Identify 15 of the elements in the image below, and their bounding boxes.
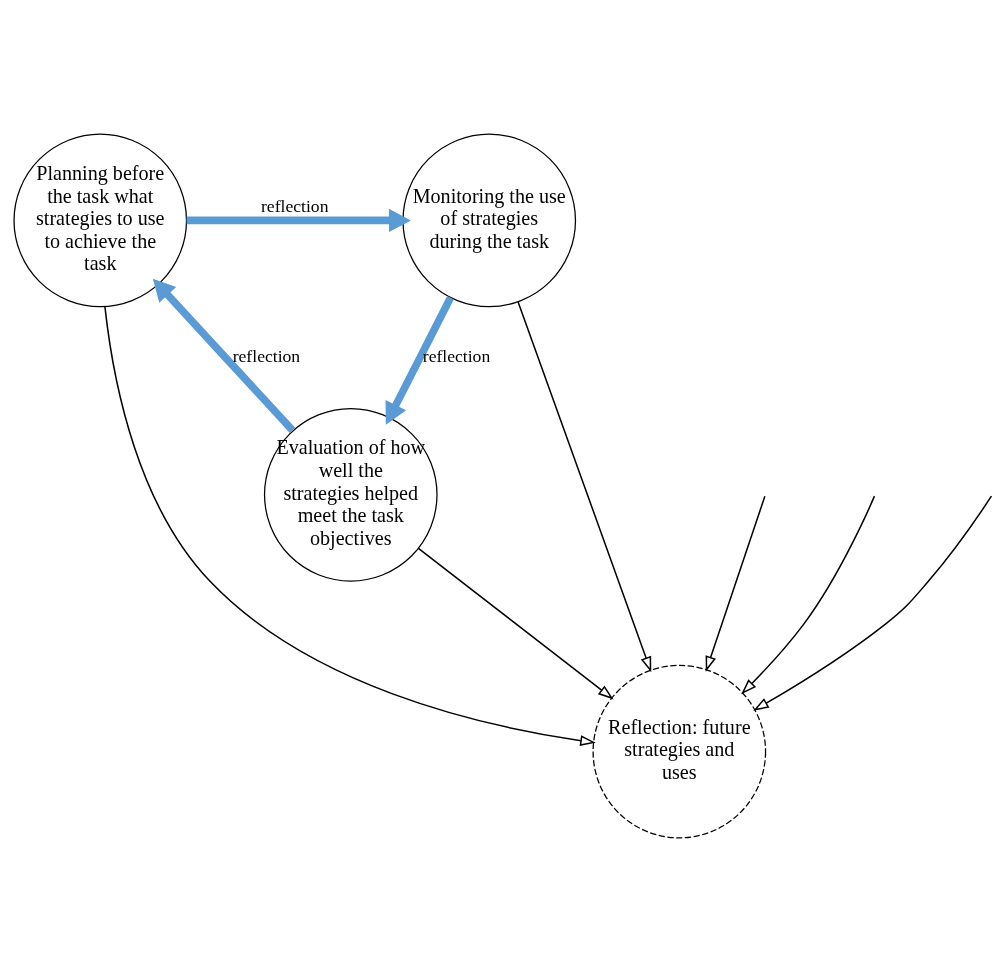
arrow <box>103 305 596 746</box>
edge-label: reflection <box>260 195 328 216</box>
edge-label: reflection <box>232 345 300 366</box>
arrow <box>752 494 992 711</box>
node-circle: Monitoring the use of strategies during the task <box>401 133 576 307</box>
node-circle: Reflection: future strategies and uses <box>591 664 766 838</box>
node-circle: Planning before the task what strategies to use to achieve the task <box>12 133 187 307</box>
arrow <box>705 495 766 672</box>
arrow <box>385 295 454 425</box>
arrow <box>740 494 875 694</box>
arrow <box>516 300 651 672</box>
arrow <box>152 278 295 433</box>
arrow <box>417 547 614 699</box>
node-circle: Evaluation of how well the strategies helped meet the task objectives <box>263 407 438 582</box>
edge-label: reflection <box>422 345 490 366</box>
